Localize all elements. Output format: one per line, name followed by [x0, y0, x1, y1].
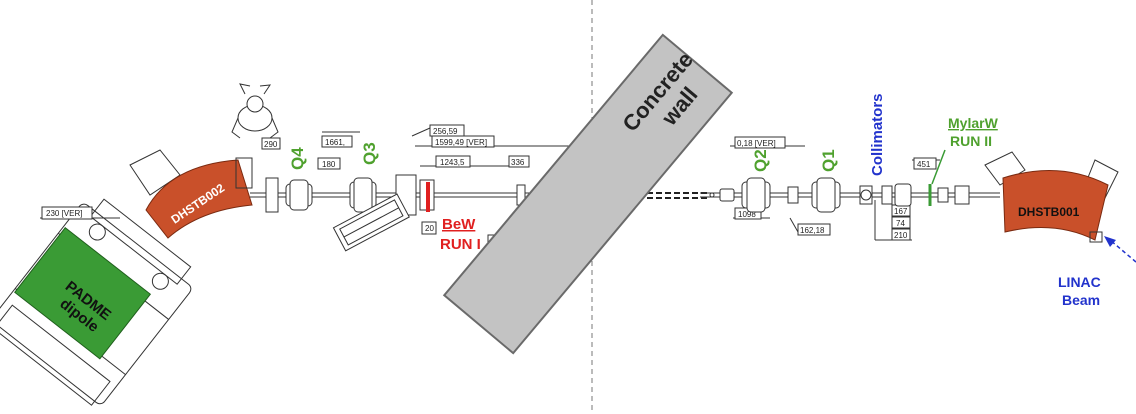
target-chamber	[332, 193, 410, 252]
q1-label: Q1	[819, 149, 838, 172]
run2-label: RUN II	[950, 133, 992, 149]
dim-210-text: 210	[894, 231, 908, 240]
q2-label: Q2	[751, 149, 770, 172]
dim-230-ver: 230 [VER]	[40, 206, 120, 220]
dim-159949-text: 1599,49 [VER]	[435, 138, 487, 147]
dim-290-text: 290	[264, 140, 278, 149]
run1-label: RUN I	[440, 236, 481, 253]
person-figure	[231, 83, 279, 139]
dhstb001-magnet: DHSTB001	[984, 151, 1119, 243]
q4-components	[265, 177, 313, 213]
mylar-window-marker	[928, 149, 970, 206]
concrete-wall	[442, 33, 734, 355]
linac-label-line1: LINAC	[1058, 274, 1101, 290]
bew-label: BeW	[442, 216, 476, 233]
dhstb001-label: DHSTB001	[1018, 205, 1080, 219]
dim-25659-text: 256,59	[433, 127, 458, 136]
linac-label-line2: Beam	[1062, 292, 1100, 308]
q1-components	[811, 177, 841, 213]
dim-180-text: 180	[322, 160, 336, 169]
mylarw-label: MylarW	[948, 115, 999, 131]
dims-right: 0,18 [VER] 1098 162,18 451 167 74 210	[730, 136, 940, 241]
collimators-label: Collimators	[869, 93, 886, 176]
dim-451-text: 451	[917, 160, 931, 169]
q2-components	[741, 177, 771, 213]
padme-dipole-block	[14, 226, 152, 360]
dim-74-text: 74	[896, 219, 905, 228]
q4-label: Q4	[288, 147, 307, 170]
dims-left: 290 1661, 180 256,59 1599,49 [VER] 1243,…	[261, 124, 603, 170]
dhstb002-magnet: DHSTB002	[129, 149, 253, 239]
q3-label: Q3	[360, 142, 379, 165]
linac-beam-arrow	[1104, 236, 1136, 263]
dim-20-text: 20	[425, 224, 434, 233]
padme-dipole-assembly: PADME dipole	[0, 198, 192, 406]
right-small-components	[709, 186, 799, 204]
dim-16218-text: 162,18	[800, 226, 825, 235]
dim-1098-text: 1098	[738, 210, 756, 219]
dim-336-text: 336	[511, 158, 525, 167]
bew-target-marker	[426, 182, 430, 212]
dim-1661-text: 1661,	[325, 138, 345, 147]
dim-167-text: 167	[894, 207, 908, 216]
dim-12435-text: 1243,5	[440, 158, 465, 167]
dim-230-text: 230 [VER]	[46, 209, 82, 218]
dim-018-text: 0,18 [VER]	[737, 139, 776, 148]
collimator-components	[859, 183, 912, 207]
